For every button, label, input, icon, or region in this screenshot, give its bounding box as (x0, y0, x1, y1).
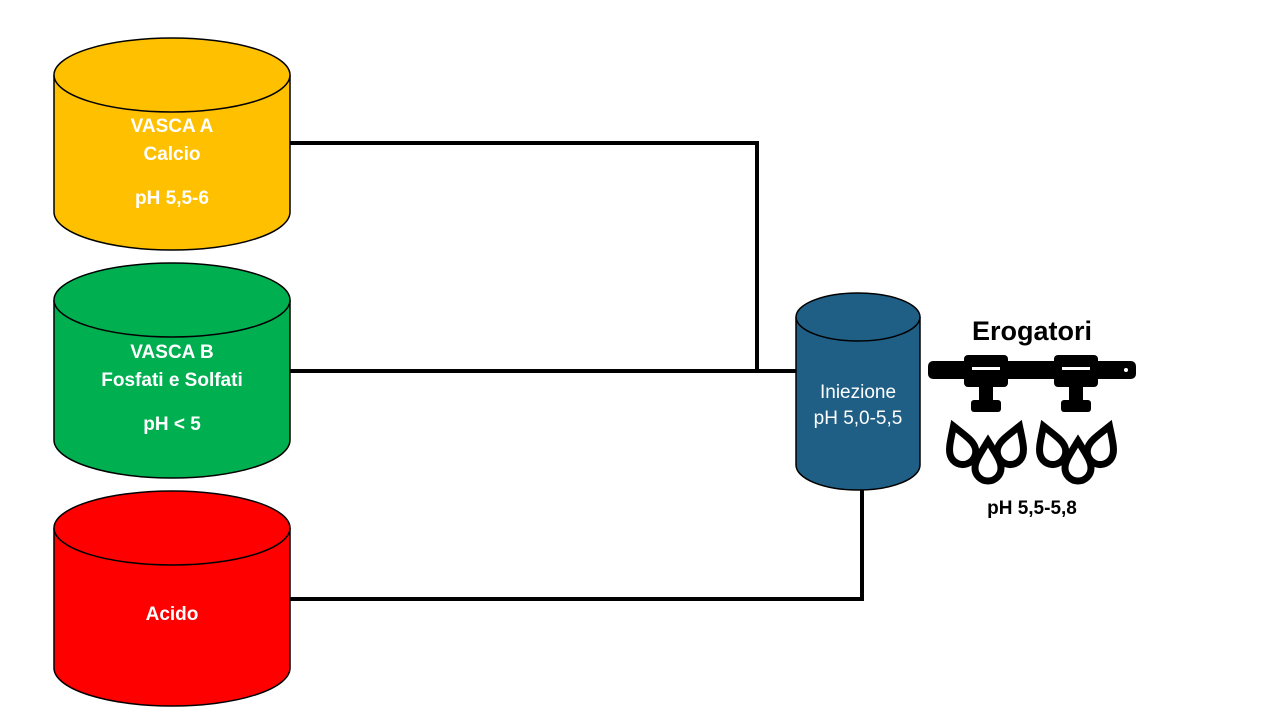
vasca-b-content: Fosfati e Solfati (101, 370, 243, 391)
nozzle-2-icon (1054, 355, 1098, 412)
vasca-a-ph: pH 5,5-6 (135, 188, 209, 209)
vasca-b-ph: pH < 5 (143, 414, 201, 435)
drop-icon (1036, 419, 1070, 468)
iniezione-title: Iniezione (819, 382, 897, 403)
tank-vasca-b (53, 262, 291, 479)
tank-acido (53, 490, 291, 707)
iniezione-label: Iniezione pH 5,0-5,5 (796, 380, 920, 432)
vasca-a-title: VASCA A (130, 116, 214, 137)
pipe-acido (290, 490, 864, 601)
tank-vasca-a (53, 37, 291, 251)
acido-title: Acido (145, 604, 199, 625)
nozzle-1-icon (964, 355, 1008, 412)
iniezione-ph: pH 5,0-5,5 (813, 408, 903, 429)
emitter-bar-icon (928, 355, 1136, 412)
vasca-a-label: VASCA A Calcio pH 5,5-6 (54, 113, 290, 213)
drop-icon (1083, 419, 1117, 468)
vasca-a-content: Calcio (143, 144, 201, 165)
water-drops-icon (946, 419, 1117, 485)
erogatori-title: Erogatori (971, 316, 1092, 346)
acido-label: Acido (54, 601, 290, 629)
erogatori-ph: pH 5,5-5,8 (987, 498, 1077, 519)
pipes (290, 141, 864, 601)
vasca-b-title: VASCA B (130, 342, 214, 363)
drop-icon (946, 419, 980, 468)
pipe-vasca-a (290, 141, 759, 371)
tank-iniezione (795, 292, 921, 491)
vasca-b-label: VASCA B Fosfati e Solfati pH < 5 (54, 339, 290, 439)
drop-icon (993, 419, 1027, 468)
